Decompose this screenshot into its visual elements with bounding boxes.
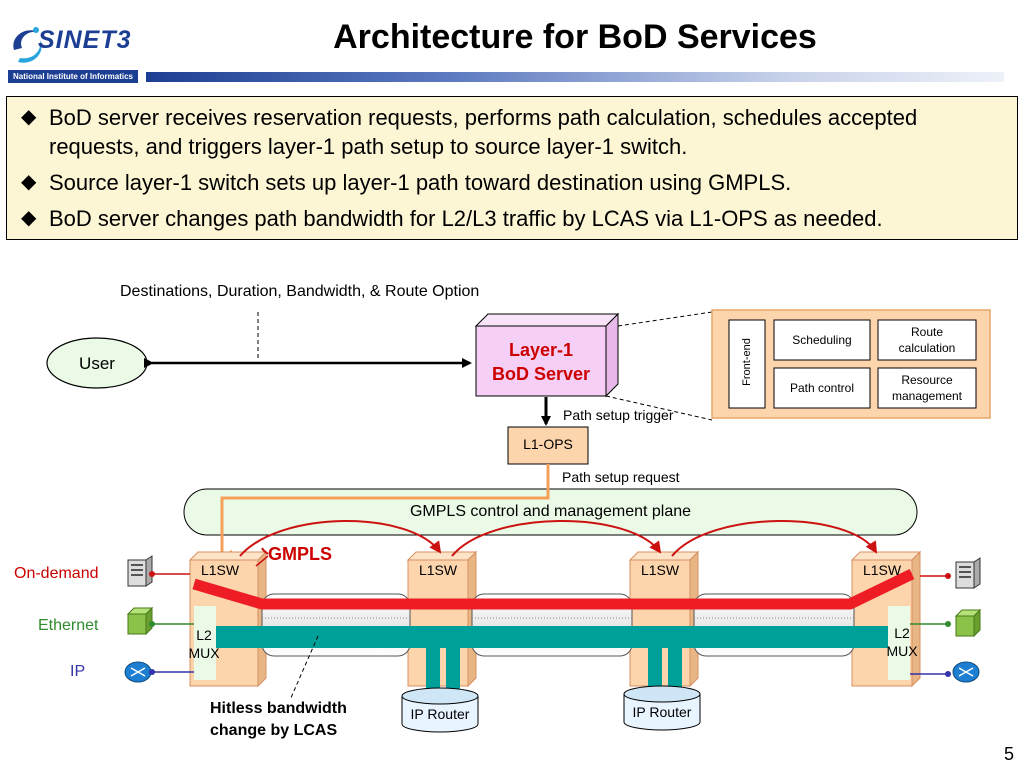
ip-label: IP <box>70 663 86 680</box>
logo-subtitle: National Institute of Informatics <box>8 70 138 83</box>
bullet-item: ◆ BoD server receives reservation request… <box>21 103 1009 161</box>
l1ops-label: L1-OPS <box>523 436 573 452</box>
bullet-text: BoD server receives reservation requests… <box>49 105 918 159</box>
ethernet-switch-icon <box>954 608 982 638</box>
resource-management-module <box>877 367 977 409</box>
gmpls-signaling-arcs <box>239 520 878 557</box>
path-control-module <box>773 367 871 409</box>
ip-router-1 <box>401 687 479 733</box>
hitless-label: Hitless bandwidth change by LCAS <box>210 700 347 739</box>
diamond-bullet-icon: ◆ <box>21 171 37 193</box>
on-demand-label: On-demand <box>14 565 99 582</box>
path-setup-trigger-label: Path setup trigger <box>563 407 674 423</box>
front-end-module <box>728 319 766 409</box>
device-connectors <box>149 571 951 677</box>
layer1-red-path <box>192 569 915 610</box>
scheduling-label: Scheduling <box>792 333 852 347</box>
front-end-label: Front-end <box>741 338 753 386</box>
gmpls-control-plane <box>183 488 918 536</box>
bullet-text: BoD server changes path bandwidth for L2… <box>49 206 883 231</box>
ip-router-label: IP Router <box>410 706 470 722</box>
scheduling-module <box>773 319 871 361</box>
l1sw-label: L1SW <box>862 562 902 578</box>
ethernet-label: Ethernet <box>38 617 99 634</box>
page-number: 5 <box>1003 744 1014 764</box>
resource-management-label: Resource management <box>891 373 963 403</box>
hitless-leader <box>289 635 319 701</box>
l1sw-label: L1SW <box>418 562 458 578</box>
ethernet-switch-icon <box>126 606 154 636</box>
bod-server-label: Layer-1 BoD Server <box>491 340 591 384</box>
l1sw-switch-4 <box>850 550 922 688</box>
l1sw-label: L1SW <box>640 562 680 578</box>
bullet-item: ◆ Source layer-1 switch sets up layer-1 p… <box>21 168 1009 197</box>
server-device-icon <box>127 555 153 587</box>
l1sw-label: L1SW <box>200 562 240 578</box>
lcas-teal-path <box>216 626 888 696</box>
path-setup-request-line <box>220 464 550 562</box>
bullet-text: Source layer-1 switch sets up layer-1 pa… <box>49 170 792 195</box>
gmpls-label: GMPLS <box>268 544 333 564</box>
ip-router-label: IP Router <box>632 704 692 720</box>
l2mux-label: L2 MUX <box>188 627 220 661</box>
ip-router-device-icon <box>952 661 980 683</box>
logo-swirl-icon <box>13 27 42 63</box>
server-device-icon <box>955 557 981 589</box>
bullet-item: ◆ BoD server changes path bandwidth for L… <box>21 204 1009 233</box>
ip-router-device-icon <box>124 661 152 683</box>
request-label: Destinations, Duration, Bandwidth, & Rou… <box>120 283 480 300</box>
diamond-bullet-icon: ◆ <box>21 207 37 229</box>
zoom-line-top <box>617 311 713 327</box>
route-calculation-module <box>877 319 977 361</box>
logo-word: SINET3 <box>38 26 132 54</box>
bullet-box: ◆ BoD server receives reservation request… <box>6 96 1018 240</box>
diamond-bullet-icon: ◆ <box>21 106 37 128</box>
user-label: User <box>79 354 115 373</box>
l1ops-box <box>507 426 589 465</box>
sinet3-logo <box>8 22 140 84</box>
ip-router-2 <box>623 685 701 731</box>
gmpls-label-leader <box>255 555 269 567</box>
page-title: Architecture for BoD Services <box>333 18 817 56</box>
bod-server-box <box>474 312 620 398</box>
path-setup-request-label: Path setup request <box>562 469 680 485</box>
gmpls-plane-label: GMPLS control and management plane <box>409 503 692 520</box>
l2mux-label: L2 MUX <box>886 625 918 659</box>
title-underline <box>146 72 1004 82</box>
route-calculation-label: Route calculation <box>898 325 956 355</box>
path-control-label: Path control <box>789 381 855 395</box>
